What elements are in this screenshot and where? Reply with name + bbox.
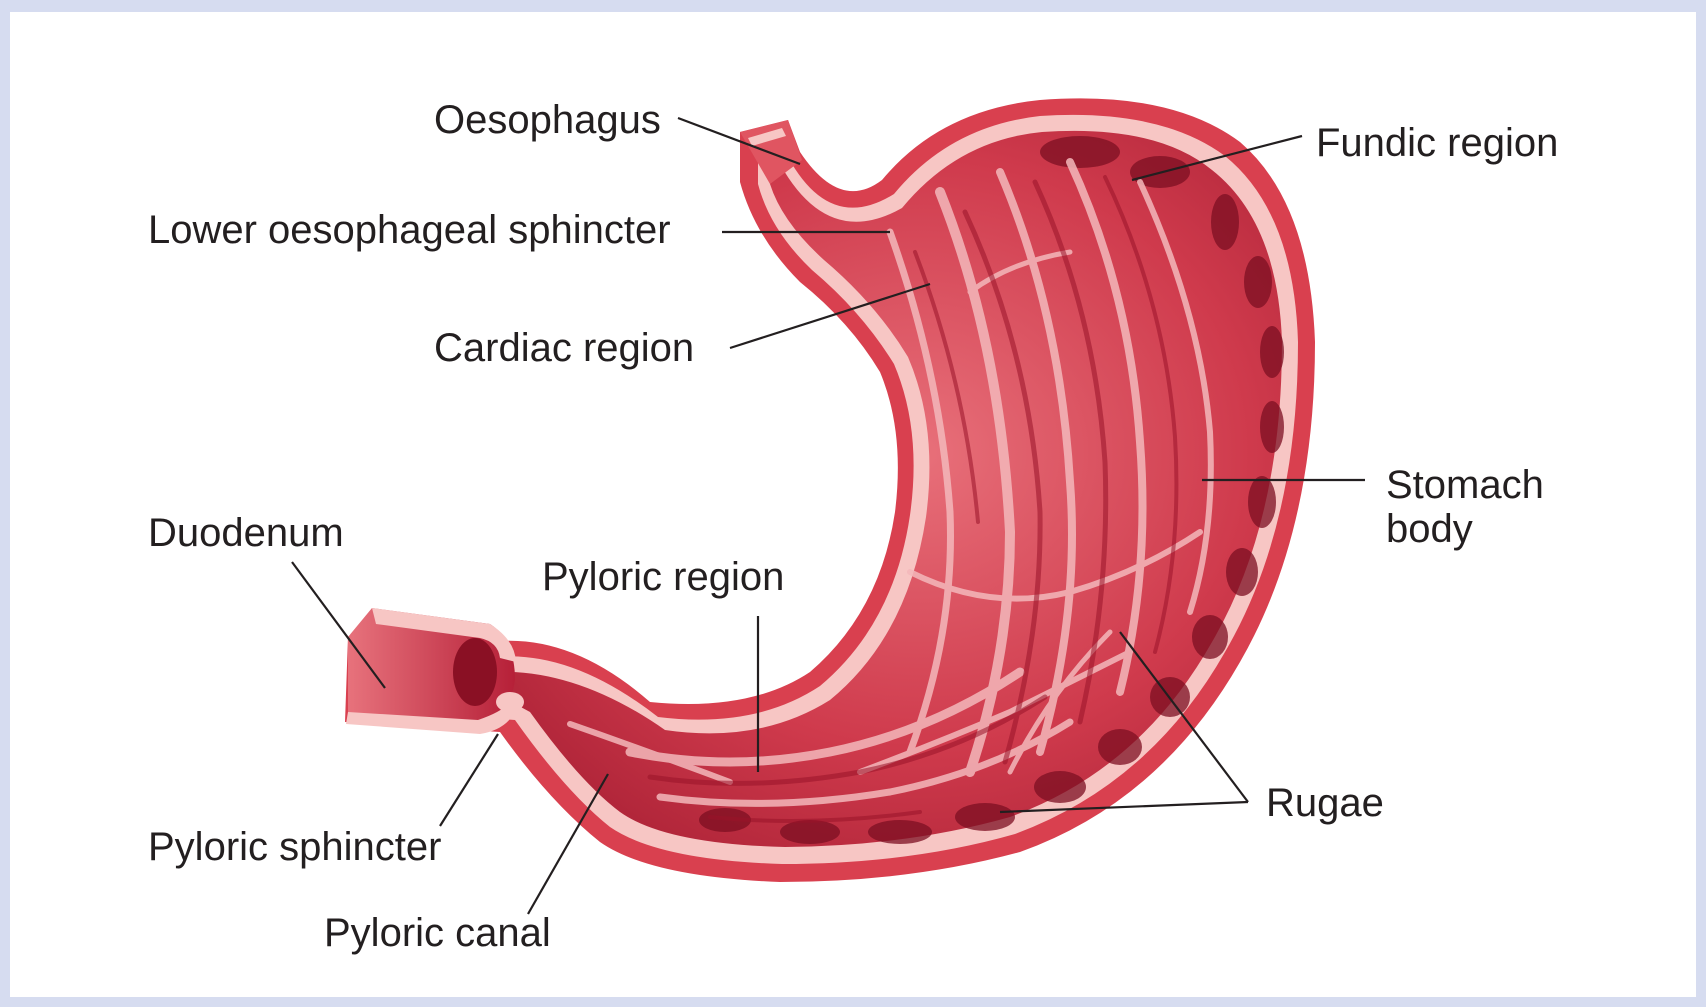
label-cardiac-region: Cardiac region (434, 326, 694, 370)
label-fundic-region: Fundic region (1316, 121, 1558, 165)
pyloric-sphincter-ring (496, 692, 524, 712)
leader-lines (291, 116, 1365, 915)
rugae-shadows (647, 175, 1179, 823)
label-pyloric-region: Pyloric region (542, 555, 784, 599)
diagram-canvas: Oesophagus Lower oesophageal sphincter C… (10, 12, 1696, 997)
duodenum-lumen (453, 638, 497, 706)
label-duodenum: Duodenum (148, 511, 344, 555)
stomach-anatomy-diagram: Oesophagus Lower oesophageal sphincter C… (148, 98, 1558, 955)
label-stomach-body-line1: Stomach (1386, 463, 1544, 507)
label-oesophagus: Oesophagus (434, 98, 661, 142)
label-pyloric-sphincter: Pyloric sphincter (148, 825, 441, 869)
label-stomach-body-line2: body (1386, 507, 1473, 551)
oesophagus-opening (748, 128, 786, 146)
duodenum-top-wall (372, 608, 516, 662)
label-rugae: Rugae (1266, 781, 1384, 825)
label-lower-oesophageal-sphincter: Lower oesophageal sphincter (148, 208, 671, 252)
duodenum-bottom-wall (346, 702, 515, 734)
label-pyloric-canal: Pyloric canal (324, 911, 551, 955)
